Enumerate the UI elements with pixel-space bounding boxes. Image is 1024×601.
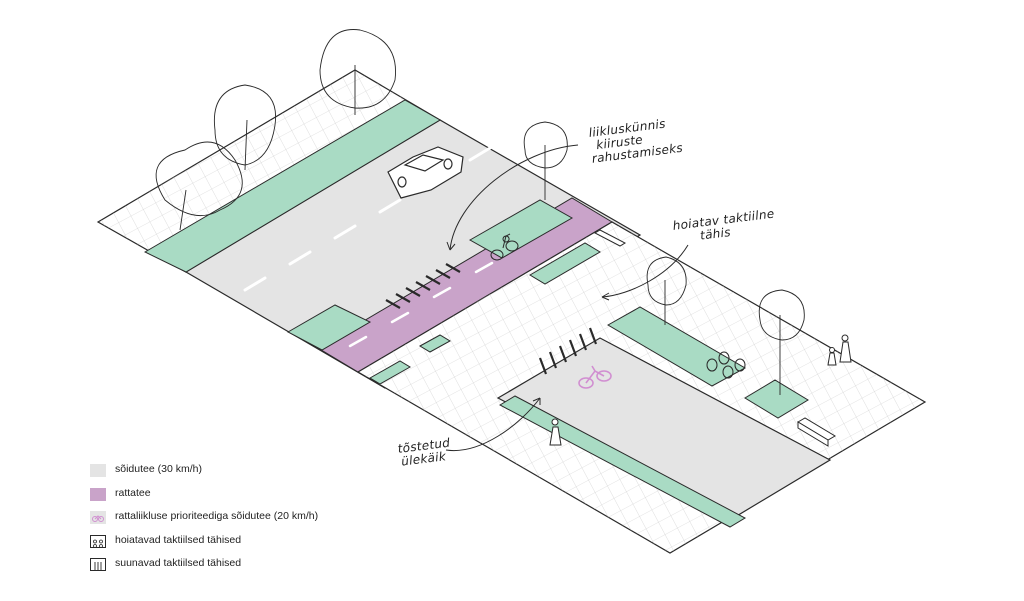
legend: sõidutee (30 km/h) rattatee rattaliiklus… xyxy=(90,462,450,580)
bike-symbol xyxy=(578,365,612,389)
annotation-leaders xyxy=(445,144,689,452)
legend-item-warning-tactile: hoiatavad taktiilsed tähised xyxy=(90,533,450,557)
car xyxy=(387,146,464,199)
bench xyxy=(593,229,836,447)
bike-lane-swatch xyxy=(90,487,106,501)
legend-label-bike-priority: rattaliikluse prioriteediga sõidutee (20… xyxy=(115,510,319,522)
legend-item-road: sõidutee (30 km/h) xyxy=(90,462,450,486)
bike-priority-swatch xyxy=(90,511,106,524)
legend-label-road: sõidutee (30 km/h) xyxy=(115,463,202,475)
lines-icon xyxy=(94,562,102,571)
green-islands xyxy=(286,199,809,528)
dots-icon xyxy=(93,539,103,548)
pedestrians xyxy=(549,334,852,446)
cyclist xyxy=(490,233,519,261)
legend-label-bike-lane: rattatee xyxy=(115,486,151,499)
legend-label-warning-tactile: hoiatavad taktiilsed tähised xyxy=(115,533,242,546)
trees xyxy=(155,29,805,395)
legend-item-bike-priority: rattaliikluse prioriteediga sõidutee (20… xyxy=(90,509,450,533)
crosswalk-side xyxy=(538,327,598,375)
legend-label-guiding-tactile: suunavad taktiilsed tähised xyxy=(115,557,242,569)
green-strip-top xyxy=(143,99,441,273)
bike-racks xyxy=(706,351,746,379)
road-swatch xyxy=(90,464,106,477)
guiding-tactile-swatch xyxy=(90,558,106,571)
bike-icon xyxy=(92,515,104,522)
crosswalk-main xyxy=(385,263,461,309)
legend-item-bike-lane: rattatee xyxy=(90,486,450,510)
legend-item-guiding-tactile: suunavad taktiilsed tähised xyxy=(90,556,450,580)
warning-tactile-swatch xyxy=(90,534,106,548)
